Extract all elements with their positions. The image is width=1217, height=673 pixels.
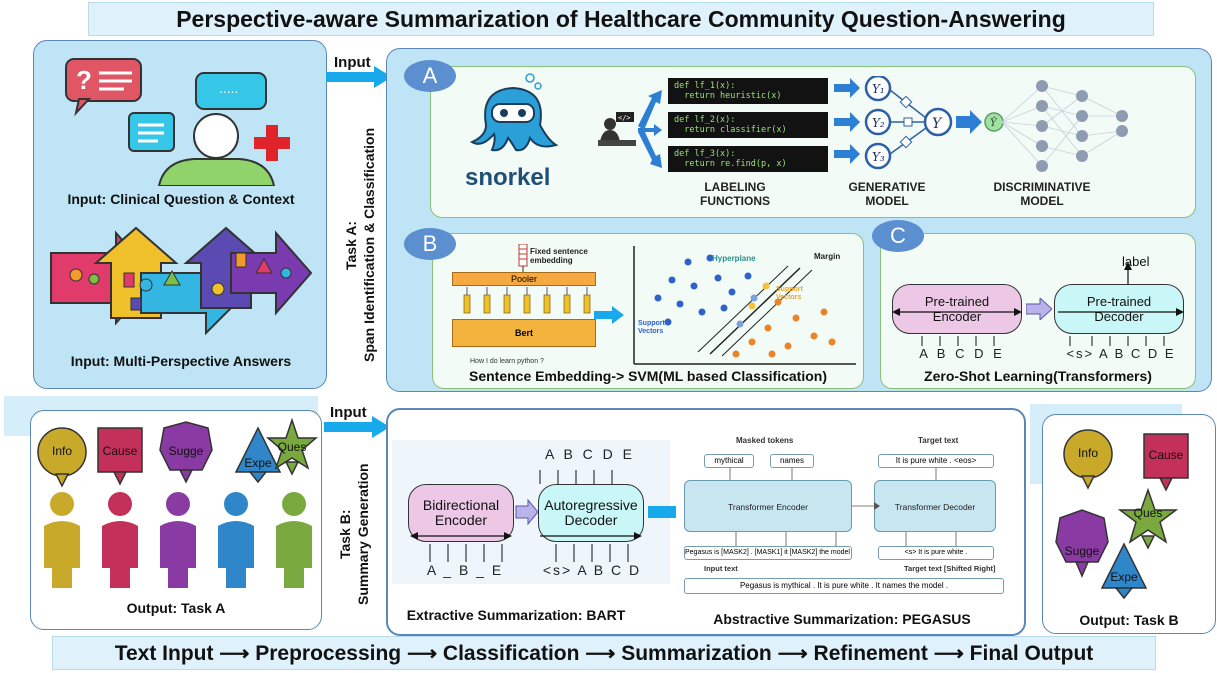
zero-shot-arrows [892,262,1184,346]
coder-icon: </> [598,112,636,146]
labeling-functions-label: LABELING FUNCTIONS [700,180,770,208]
generative-model-graph: Y₁ Y₂ Y₃ Y Ŷ [834,76,1004,170]
panel-b-letter: B [404,228,456,260]
y3-node: Y₃ [872,150,885,164]
hyperplane-label: Hyperplane [712,254,756,263]
labeling-function-2: def lf_2(x): return classifier(x) [668,112,828,138]
clinical-question-caption: Input: Clinical Question & Context [67,191,295,207]
svm-scatter-plot [633,246,856,365]
encoder-input-tokens: A B C D E [919,346,1005,361]
raw-input-text: Pegasus is mythical . It is pure white .… [684,578,1004,594]
bart-output-tokens: A B C D E [544,446,636,462]
output-a-expe: Expe [244,456,272,470]
pooler-block: Pooler [452,272,596,286]
snorkel-octopus-icon [469,73,559,152]
pipeline-banner: Text Input ⟶ Preprocessing ⟶ Classificat… [52,636,1156,670]
bart-decoder-tokens: <s> A B C D [542,562,642,578]
snorkel-brand: snorkel [465,164,551,191]
pegasus-caption: Abstractive Summarization: PEGASUS [713,611,971,627]
output-b-bubbles [1055,429,1189,600]
support-vectors-left-label: Support Vectors [638,320,665,335]
output-b-cause: Cause [1148,448,1184,462]
yhat-node: Ŷ [990,117,998,129]
output-a-cause: Cause [102,444,138,458]
pegasus-arrows [729,468,957,546]
output-b-sugge: Sugge [1064,544,1100,558]
names-token: names [770,454,814,468]
fixed-embedding-label: Fixed sentence embedding [530,247,588,265]
panel-a-letter: A [404,60,456,92]
target-text-label: Target text [918,436,959,445]
output-b-info: Info [1077,446,1098,460]
task-a-description: Span Identification & Classification [361,127,377,363]
support-vectors-right-label: Support Vectors [776,286,803,301]
mythical-token: mythical [704,454,754,468]
output-b-ques: Ques [1133,506,1163,520]
output-task-a-caption: Output: Task A [126,600,226,616]
clinical-question-illustration: ? ..... [65,58,290,186]
margin-label: Margin [814,252,841,261]
page-title: Perspective-aware Summarization of Healt… [88,2,1154,36]
transformer-encoder: Transformer Encoder [684,480,852,532]
labeling-function-3: def lf_3(x): return re.find(p, x) [668,146,828,172]
transformer-decoder: Transformer Decoder [874,480,996,532]
task-b-label: Task B: [337,509,353,559]
output-a-info: Info [51,444,72,458]
multi-perspective-answers-illustration [50,226,313,336]
output-a-sugge: Sugge [168,444,204,458]
input-text-label: Input text [704,564,738,573]
task-b-side-label: Task B: Summary Generation [336,446,376,622]
pretrained-decoder: Pre-trained Decoder [1054,284,1184,334]
decoder-input-tokens: <s> A B C D E [1066,346,1176,361]
bert-query-text: How I do learn python ? [470,358,544,365]
task-b-description: Summary Generation [355,463,371,605]
discriminative-network [1001,80,1128,172]
svm-caption: Sentence Embedding-> SVM(ML based Classi… [469,368,827,384]
y2-node: Y₂ [872,116,885,130]
input-arrow-b [324,416,390,438]
input-panel: ? ..... Input: Clinical Question & Conte… [33,40,327,389]
bert-token-vectors [463,287,591,314]
output-a-bubbles [37,418,318,588]
panel-c-letter: C [872,220,924,252]
svg-text:?: ? [76,65,92,95]
bidirectional-encoder: Bidirectional Encoder [408,484,514,542]
svg-text:.....: ..... [219,80,238,96]
embedding-vector-icon [518,244,528,272]
decoder-input-text: <s> It is pure white . [878,546,994,560]
encoder-to-decoder-arrow [1026,298,1052,320]
labeling-function-1: def lf_1(x): return heuristic(x) [668,78,828,104]
task-a-label: Task A: [343,220,359,270]
y-node: Y [932,116,943,132]
output-task-b-caption: Output: Task B [1079,612,1179,628]
masked-tokens-label: Masked tokens [736,436,794,445]
multi-perspective-answers-caption: Input: Multi-Perspective Answers [70,353,292,369]
discriminative-model-label: DISCRIMINATIVE MODEL [993,180,1091,208]
pretrained-encoder: Pre-trained Encoder [892,284,1022,334]
bart-encoder-tokens: A _ B _ E [426,562,504,578]
bert-block: Bert [452,319,596,347]
svg-text:</>: </> [618,114,631,122]
fanout-arrows [638,90,662,168]
input-arrow-label-a: Input [334,54,371,71]
autoregressive-decoder: Autoregressive Decoder [538,484,644,542]
output-a-ques: Ques [277,440,307,454]
input-arrow-a [326,66,392,88]
bert-to-svm-arrow [594,306,624,324]
bart-caption: Extractive Summarization: BART [406,607,626,623]
target-shifted-label: Target text [Shifted Right] [904,564,996,573]
y1-node: Y₁ [872,82,885,96]
encoder-input-text: Pegasus is [MASK2] . [MASK1] it [MASK2] … [684,546,852,560]
generative-model-label: GENERATIVE MODEL [848,180,926,208]
input-arrow-label-b: Input [330,404,367,421]
bart-arrows [410,470,696,562]
target-sequence: It is pure white . <eos> [878,454,994,468]
task-a-side-label: Task A: Span Identification & Classifica… [342,98,382,392]
output-b-expe: Expe [1110,570,1138,584]
zero-shot-caption: Zero-Shot Learning(Transformers) [924,368,1152,384]
